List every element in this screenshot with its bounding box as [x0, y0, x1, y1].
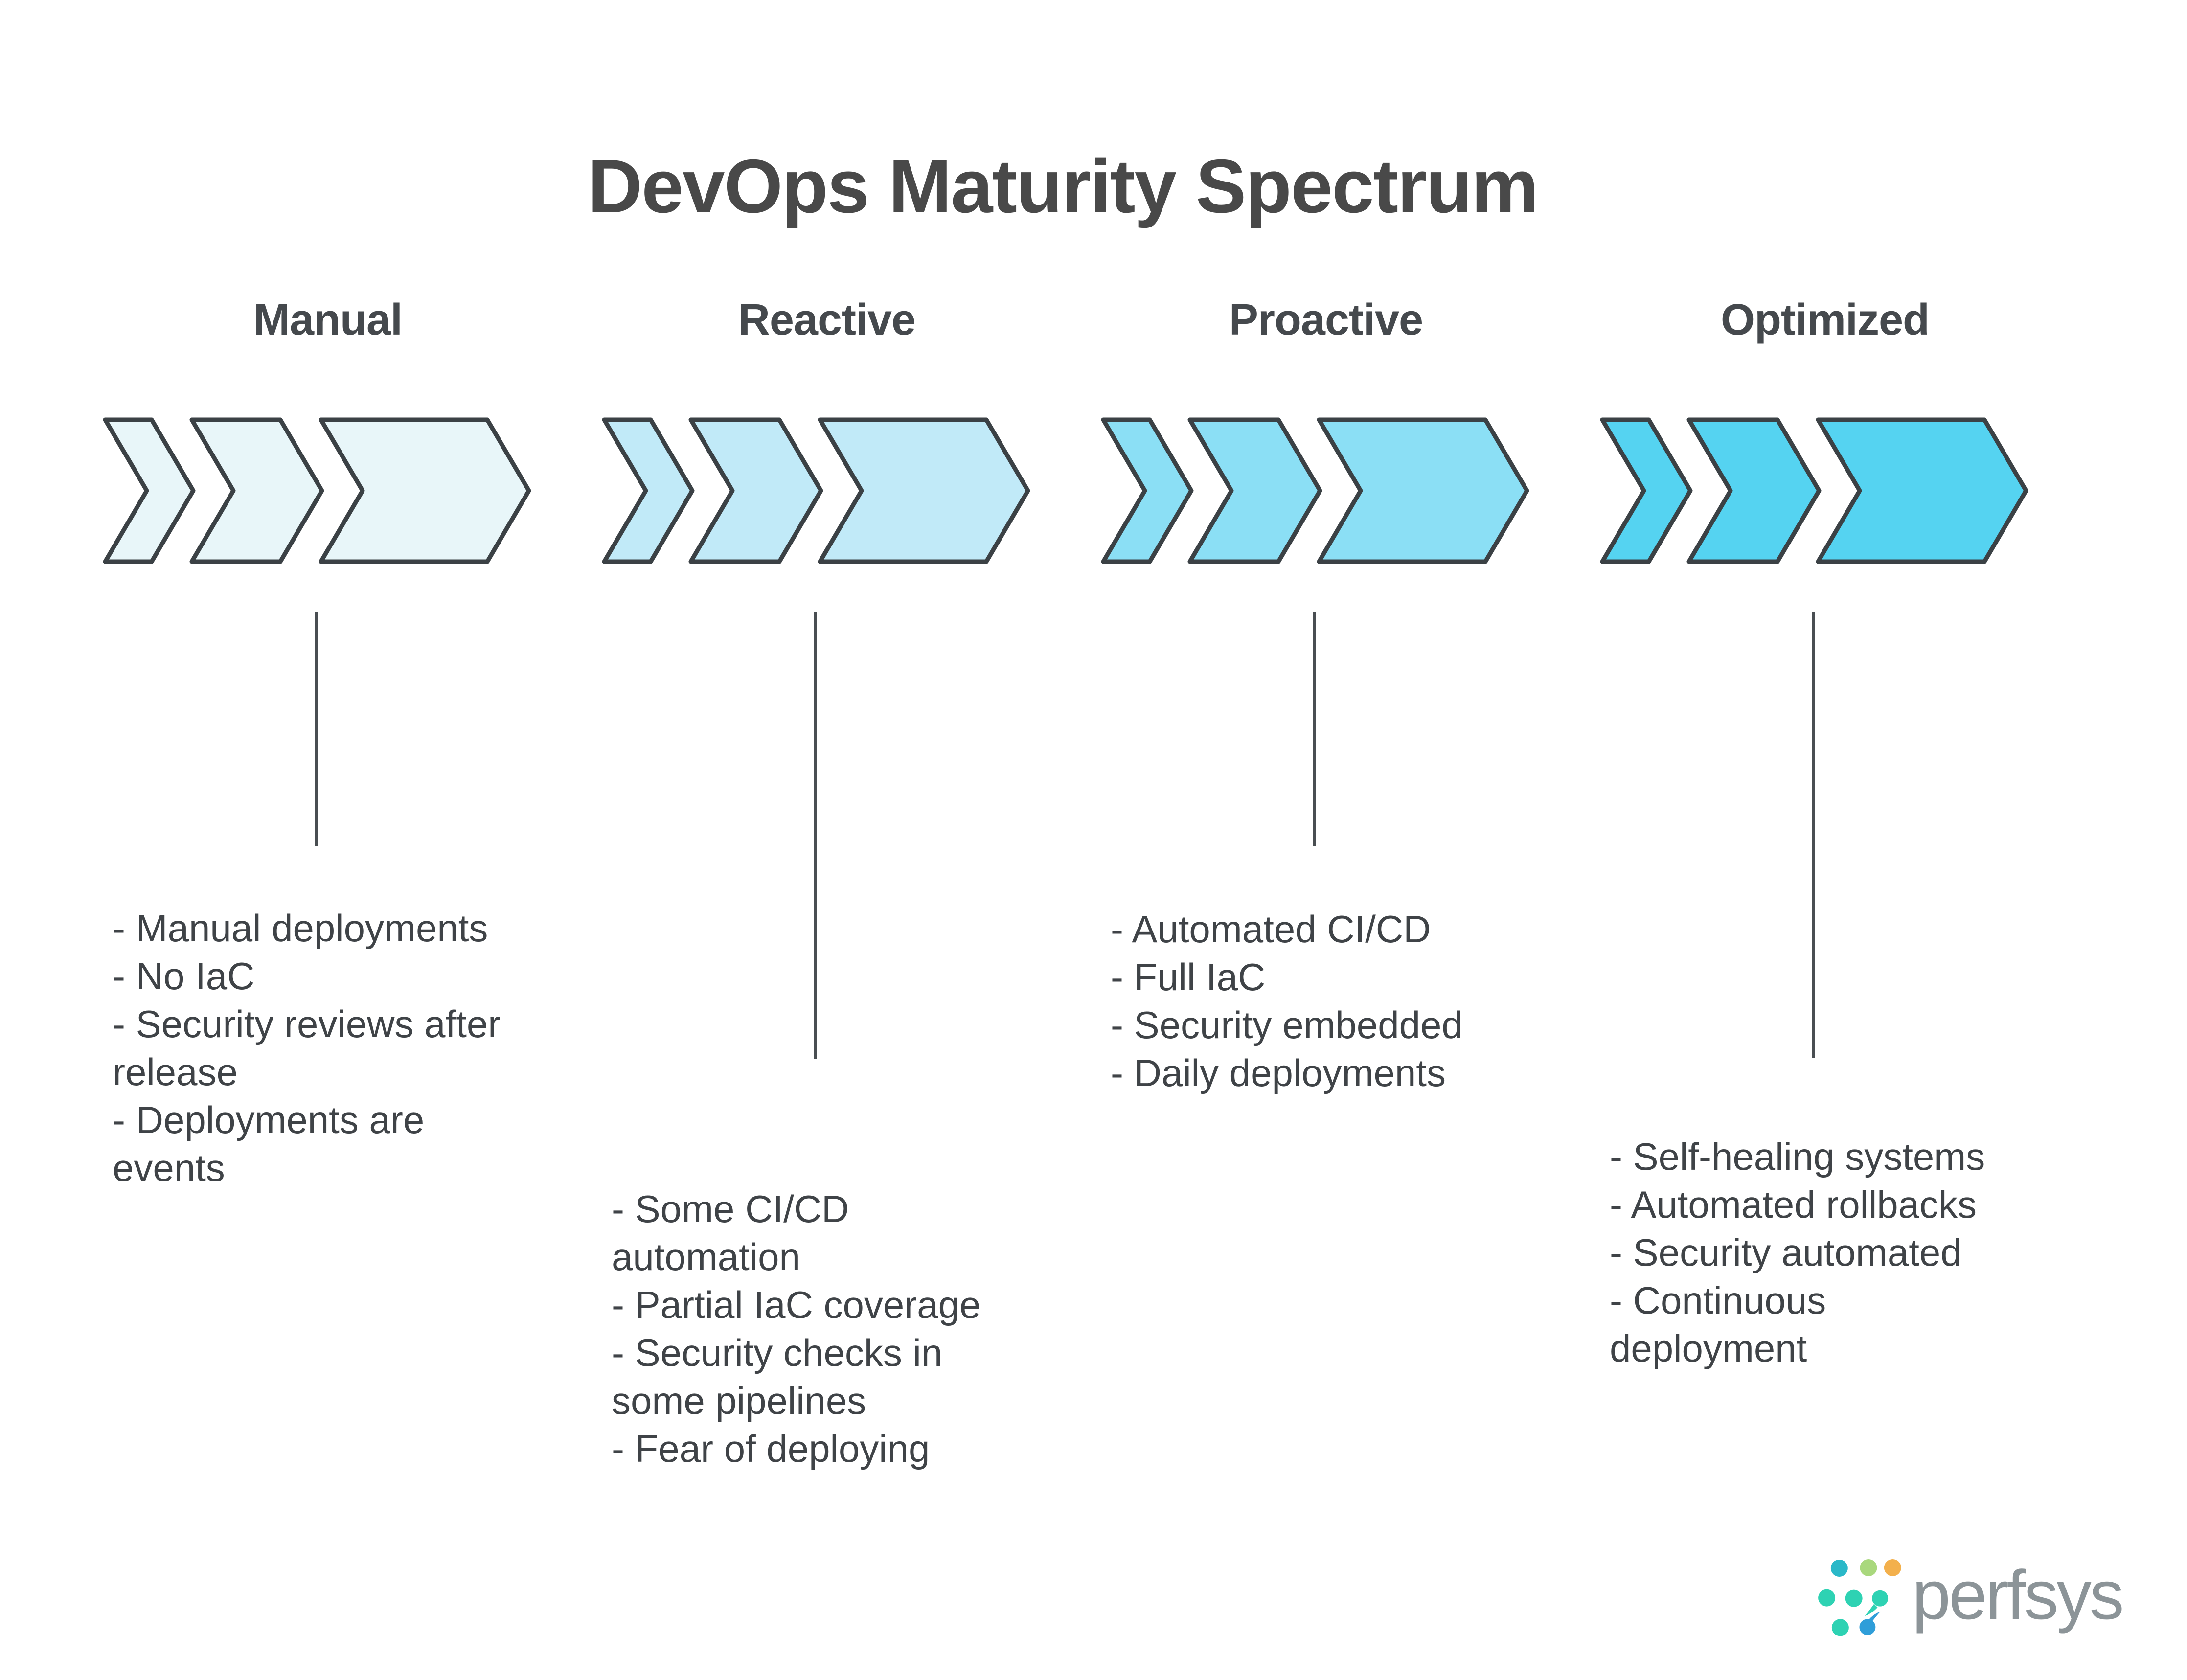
stage-bullets: - Automated CI/CD- Full IaC- Security em…: [1111, 905, 1605, 1097]
connector-line: [1313, 612, 1316, 846]
bullet-item: - Security embedded: [1111, 1003, 1463, 1046]
stage-column-reactive: Reactive - Some CI/CD automation - Partia…: [602, 0, 1049, 1680]
stage-column-manual: Manual - Manual deployments- No IaC- Sec…: [103, 0, 550, 1680]
bullet-item: - Security reviews after release: [113, 1002, 501, 1093]
stage-label: Optimized: [1720, 295, 1930, 344]
connector-line: [814, 612, 817, 1059]
connector-line: [1812, 612, 1815, 1058]
stage-label: Manual: [253, 295, 403, 344]
bullet-item: - Full IaC: [1111, 955, 1266, 999]
bullet-item: - Daily deployments: [1111, 1051, 1446, 1094]
bullet-item: - No IaC: [113, 954, 255, 998]
chevron-arrows: [1600, 417, 2028, 564]
stage-bullets: - Manual deployments- No IaC- Security r…: [113, 904, 607, 1192]
stage-bullets: - Self-healing systems - Automated rollba…: [1610, 1133, 2104, 1372]
chevron-arrows: [1101, 417, 1529, 564]
bullet-item: - Continuous deployment: [1610, 1279, 1826, 1370]
bullet-item: - Security automated: [1610, 1231, 1962, 1274]
perfsys-logo-text: perfsys: [1912, 1556, 2124, 1634]
stage-label: Proactive: [1229, 295, 1423, 344]
perfsys-logo: perfsys: [1816, 1555, 2124, 1636]
bullet-item: - Deployments are events: [113, 1098, 425, 1189]
connector-line: [315, 612, 318, 846]
chevron-arrows: [103, 417, 531, 564]
stage-bullets: - Some CI/CD automation - Partial IaC cov…: [612, 1185, 1106, 1473]
bullet-item: - Self-healing systems: [1610, 1135, 1985, 1178]
bullet-item: - Some CI/CD automation: [612, 1187, 849, 1278]
bullet-item: - Fear of deploying: [612, 1427, 930, 1470]
bullet-item: - Manual deployments: [113, 907, 488, 950]
page-title: DevOps Maturity Spectrum: [588, 144, 1539, 228]
stage-label: Reactive: [738, 295, 916, 344]
perfsys-logo-mark: [1818, 1559, 1901, 1636]
bullet-item: - Security checks in some pipelines: [612, 1331, 943, 1422]
chevron-arrows: [602, 417, 1030, 564]
bullet-item: - Partial IaC coverage: [612, 1283, 981, 1326]
bullet-item: - Automated rollbacks: [1610, 1183, 1977, 1226]
bullet-item: - Automated CI/CD: [1111, 908, 1431, 951]
stage-column-optimized: Optimized - Self-healing systems - Automa…: [1600, 0, 2048, 1680]
stage-column-proactive: Proactive - Automated CI/CD- Full IaC- S…: [1101, 0, 1549, 1680]
